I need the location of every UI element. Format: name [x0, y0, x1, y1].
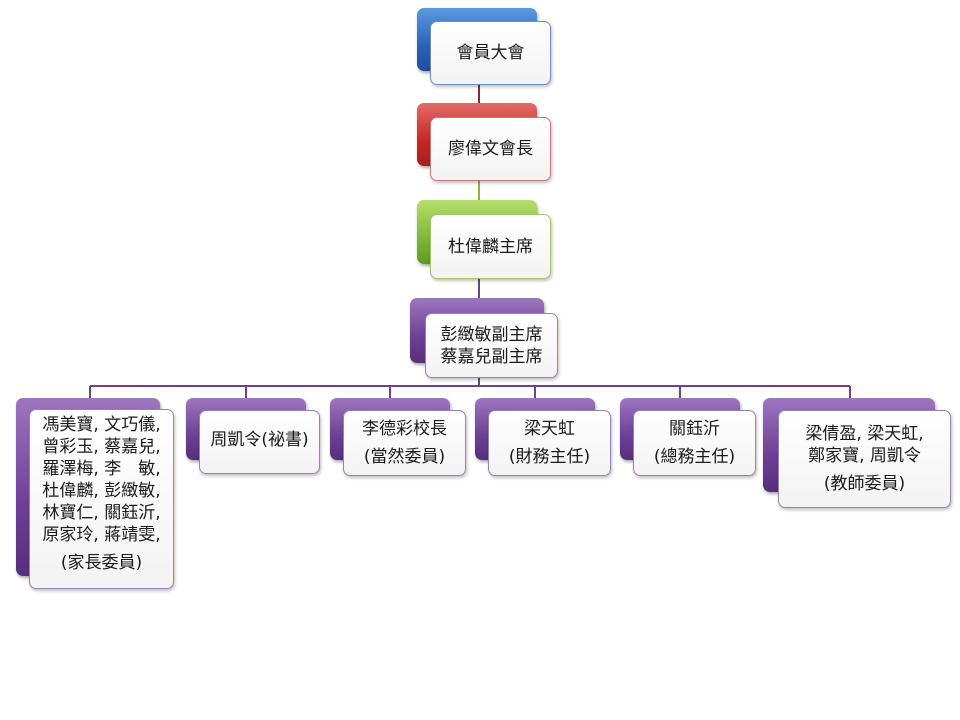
node-vice-chairs: 彭緻敏副主席 蔡嘉兒副主席: [410, 298, 558, 378]
general-affairs-role: (總務主任): [653, 447, 736, 467]
node-members-meeting: 會員大會: [417, 8, 551, 85]
node-president: 廖偉文會長: [417, 103, 551, 181]
node-card: 梁天虹 (財務主任): [488, 410, 611, 476]
general-affairs-label: 關鈺沂: [669, 419, 720, 439]
node-card: 廖偉文會長: [430, 117, 551, 181]
members-meeting-label: 會員大會: [456, 43, 525, 63]
principal-label: 李德彩校長: [362, 419, 447, 439]
teacher-committee-line: 鄭家寶, 周凱令: [808, 446, 921, 466]
vice-chair-2: 蔡嘉兒副主席: [440, 346, 543, 367]
node-chairman: 杜偉麟主席: [417, 200, 551, 279]
node-card: 周凱令(祕書): [199, 410, 320, 474]
node-teacher-committee: 梁倩盈, 梁天虹, 鄭家寶, 周凱令 (教師委員): [763, 398, 951, 509]
parent-committee-line: 杜偉麟, 彭緻敏,: [42, 481, 161, 501]
secretary-label: 周凱令(祕書): [210, 430, 309, 450]
node-general-affairs: 關鈺沂 (總務主任): [620, 398, 756, 478]
teacher-committee-role: (教師委員): [823, 474, 906, 494]
node-secretary: 周凱令(祕書): [186, 398, 322, 478]
parent-committee-role: (家長委員): [60, 553, 143, 573]
president-label: 廖偉文會長: [448, 139, 533, 159]
node-card: 馮美寶, 文巧儀, 曾彩玉, 蔡嘉兒, 羅澤梅, 李 敏, 杜偉麟, 彭緻敏, …: [29, 409, 174, 589]
treasurer-role: (財務主任): [508, 447, 591, 467]
node-treasurer: 梁天虹 (財務主任): [475, 398, 611, 478]
vice-chair-1: 彭緻敏副主席: [440, 324, 543, 345]
chairman-label: 杜偉麟主席: [448, 236, 533, 257]
principal-role: (當然委員): [363, 447, 446, 467]
node-card: 杜偉麟主席: [430, 214, 551, 279]
node-card: 李德彩校長 (當然委員): [343, 410, 466, 476]
parent-committee-line: 曾彩玉, 蔡嘉兒,: [42, 437, 161, 457]
treasurer-label: 梁天虹: [524, 419, 575, 439]
node-card: 梁倩盈, 梁天虹, 鄭家寶, 周凱令 (教師委員): [778, 410, 951, 508]
parent-committee-line: 原家玲, 蔣靖雯,: [42, 525, 161, 545]
node-card: 會員大會: [430, 21, 551, 85]
node-parent-committee: 馮美寶, 文巧儀, 曾彩玉, 蔡嘉兒, 羅澤梅, 李 敏, 杜偉麟, 彭緻敏, …: [16, 398, 176, 591]
node-card: 彭緻敏副主席 蔡嘉兒副主席: [425, 313, 558, 378]
node-principal: 李德彩校長 (當然委員): [330, 398, 466, 478]
teacher-committee-line: 梁倩盈, 梁天虹,: [805, 424, 924, 444]
parent-committee-line: 羅澤梅, 李 敏,: [42, 459, 161, 479]
parent-committee-line: 馮美寶, 文巧儀,: [42, 415, 161, 435]
node-card: 關鈺沂 (總務主任): [633, 410, 756, 476]
parent-committee-line: 林寶仁, 關鈺沂,: [42, 503, 161, 523]
